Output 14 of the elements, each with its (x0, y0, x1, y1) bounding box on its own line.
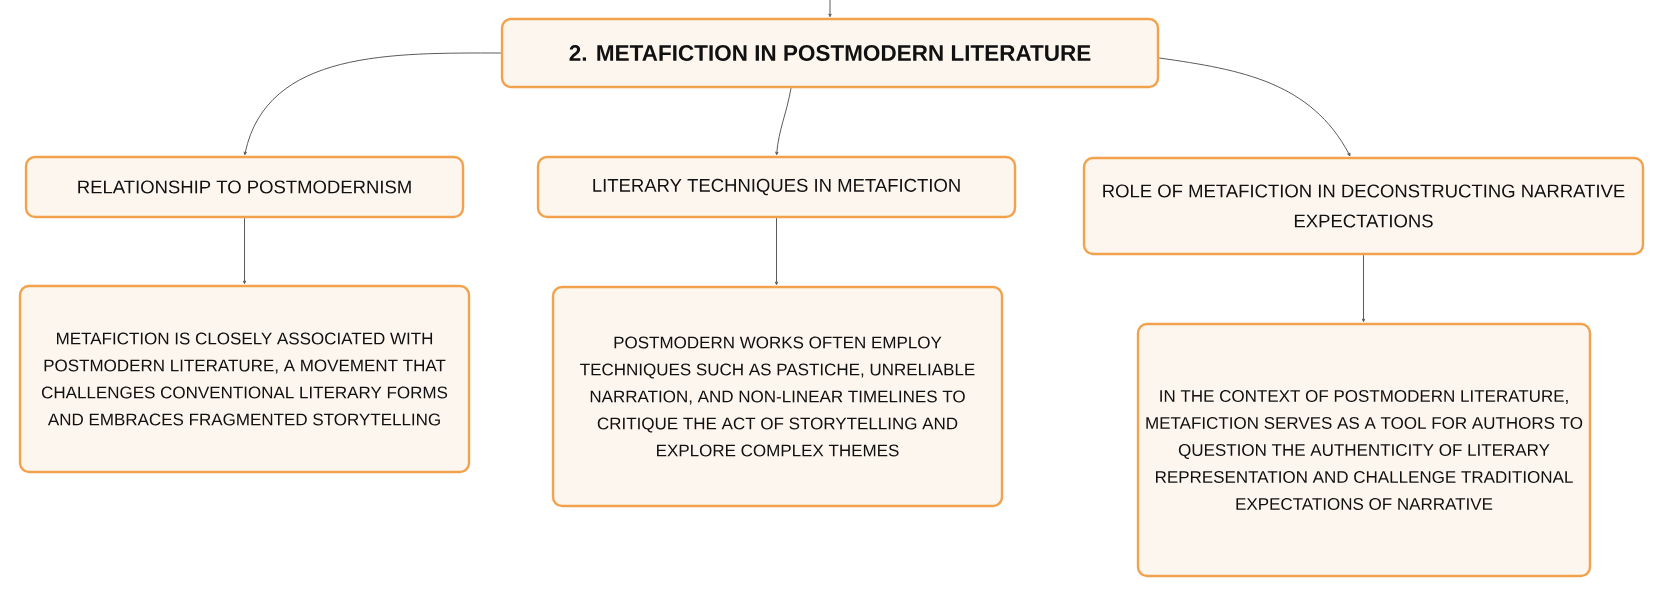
arrow (1158, 57, 1351, 157)
subtopic-box: LITERARY TECHNIQUES IN METAFICTION (536, 155, 1017, 219)
arrow (1361, 254, 1366, 323)
description-box: POSTMODERN WORKS OFTEN EMPLOY TECHNIQUES SUCH AS PASTICHE, UNRELIABLE NARRATION, AND NON-LINEAR TIMELINES TO CRITIQUE THE ACT OF STORYTELLING AND EXPLORE COMPLEX THEMES (551, 285, 1004, 508)
arrow (242, 217, 247, 285)
arrow (243, 52, 502, 156)
arrow (828, 0, 832, 18)
topic-box: 2. METAFICTION IN POSTMODERN LITERATURE (500, 17, 1160, 89)
arrow (774, 217, 779, 286)
arrow (775, 87, 792, 156)
description-box: METAFICTION IS CLOSELY ASSOCIATED WITH POSTMODERN LITERATURE, A MOVEMENT THAT CHALLENGES CONVENTIONAL LITERARY FORMS AND EMBRACES FRAGMENTED STORYTELLING (18, 284, 471, 474)
subtopic-box: ROLE OF METAFICTION IN DECONSTRUCTING NARRATIVE EXPECTATIONS (1082, 156, 1645, 256)
subtopic-box: RELATIONSHIP TO POSTMODERNISM (24, 155, 465, 219)
description-box: IN THE CONTEXT OF POSTMODERN LITERATURE, METAFICTION SERVES AS A TOOL FOR AUTHORS TO QUESTION THE AUTHENTICITY OF LITERARY REPRESENTATION AND CHALLENGE TRADITIONAL EXPECTATIONS OF NARRATIVE (1136, 322, 1592, 578)
